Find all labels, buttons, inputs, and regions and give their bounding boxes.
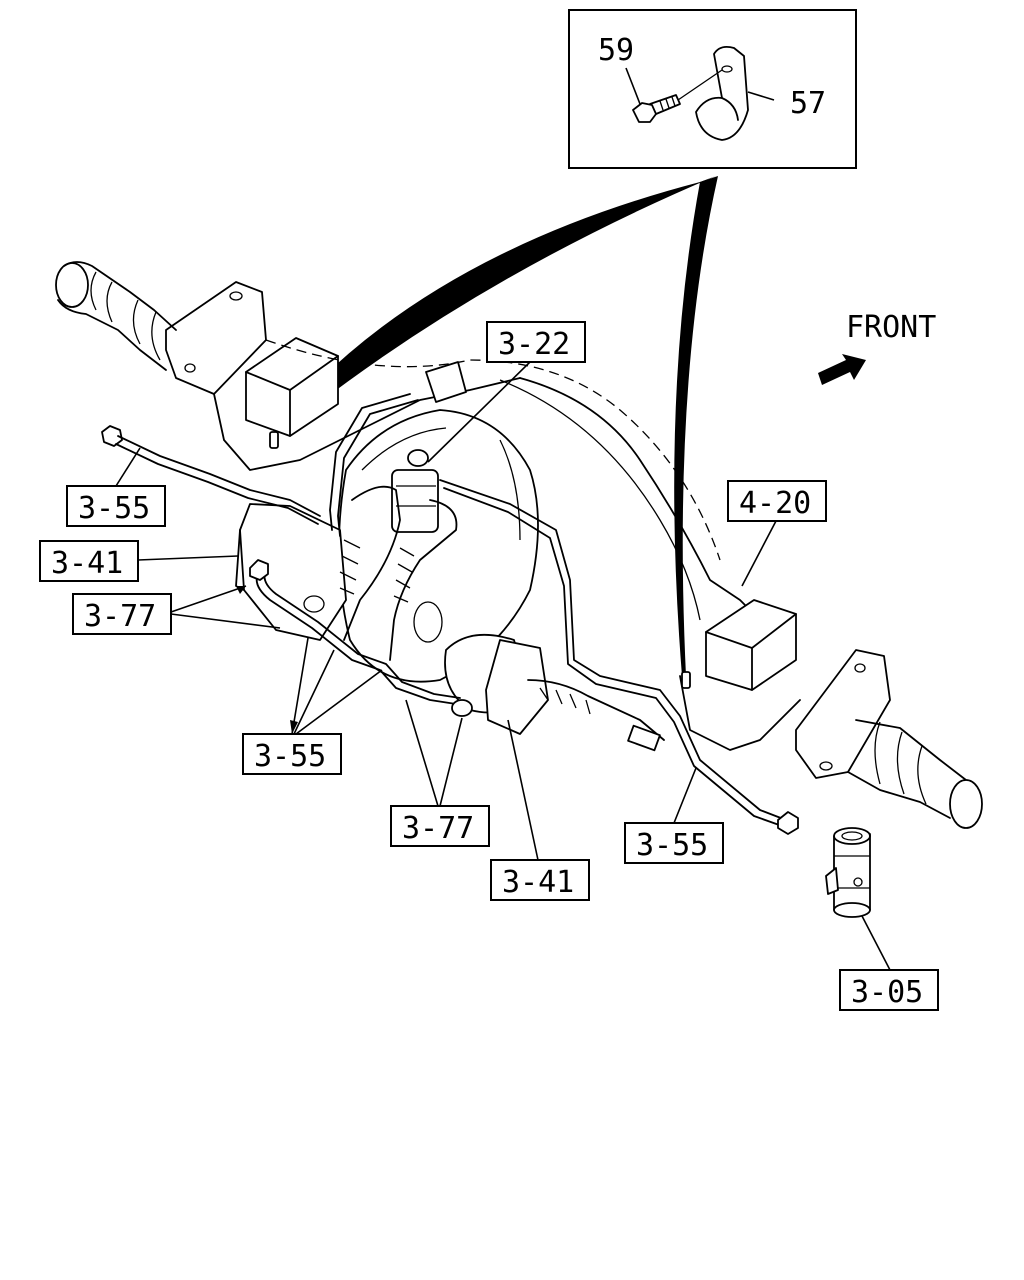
right-brake-chamber	[444, 633, 665, 752]
inset-label-59: 59	[598, 33, 634, 68]
rear-axle-assembly	[55, 261, 983, 829]
callout-3-55-center-text: 3-55	[254, 739, 326, 774]
brake-piping	[101, 393, 799, 835]
callout-3-05: 3-05	[839, 915, 939, 1011]
bolt-part	[632, 94, 681, 123]
pipe-clip-right	[681, 671, 691, 689]
detail-inset: 59 57	[568, 9, 857, 169]
front-label: FRONT	[846, 310, 936, 345]
callout-3-55-right: 3-55	[624, 767, 724, 864]
callout-3-41-lower: 3-41	[490, 719, 590, 901]
front-direction-indicator: FRONT	[818, 310, 936, 385]
breather-fitting	[391, 449, 439, 533]
left-spring-seat	[245, 337, 339, 437]
callout-3-55-left: 3-55	[66, 447, 166, 527]
callout-3-22-text: 3-22	[498, 327, 570, 362]
callout-3-77-lower: 3-77	[390, 699, 490, 847]
differential-housing	[337, 409, 539, 683]
callout-3-41-upper: 3-41	[39, 540, 239, 582]
callout-3-05-text: 3-05	[851, 975, 923, 1010]
right-hub	[795, 649, 983, 829]
clip-part	[677, 45, 749, 141]
callout-3-77-left-text: 3-77	[84, 599, 156, 634]
callout-4-20-text: 4-20	[739, 486, 811, 521]
inset-label-57: 57	[790, 86, 826, 121]
callout-3-22: 3-22	[427, 321, 586, 463]
detail-pointer-right	[674, 176, 718, 676]
left-hub	[55, 261, 267, 395]
top-bracket	[425, 361, 467, 403]
callout-3-55-center: 3-55	[242, 637, 383, 775]
callout-3-77-lower-text: 3-77	[402, 811, 474, 846]
callout-3-41-lower-text: 3-41	[502, 865, 574, 900]
pipe-clip-left	[269, 431, 279, 449]
callout-3-41-upper-text: 3-41	[51, 546, 123, 581]
callout-3-55-right-text: 3-55	[636, 828, 708, 863]
detail-inset-frame	[568, 9, 857, 169]
right-spring-seat	[705, 599, 797, 691]
front-arrow-icon	[818, 354, 866, 385]
callout-4-20: 4-20	[727, 480, 827, 587]
callout-3-77-left: 3-77	[72, 585, 281, 635]
callout-3-55-left-text: 3-55	[78, 491, 150, 526]
wheel-cylinder-part	[825, 827, 871, 918]
